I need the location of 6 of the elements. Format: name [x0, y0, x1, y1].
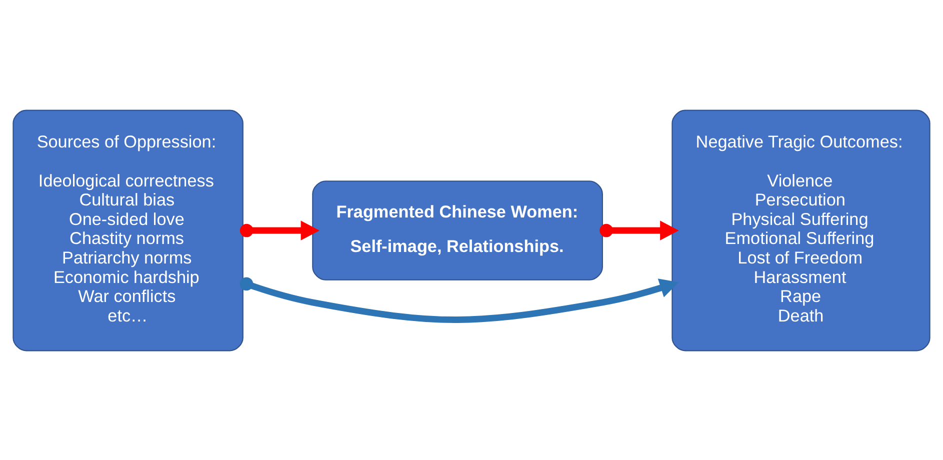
node-box: Fragmented Chinese Women: Self-image, Relationships. — [312, 180, 603, 280]
node-box: Negative Tragic Outcomes: Violence Persecution Physical Suffering Emotional Suffering Lost of Freedom Harassment Rape Death — [672, 109, 930, 351]
arrow — [240, 276, 679, 322]
arrow — [600, 220, 679, 240]
node-box: Sources of Oppression: Ideological correctness Cultural bias One-sided love Chastity norms Patriarchy norms Economic hardship War conflicts etc… — [12, 109, 244, 351]
arrow — [240, 220, 320, 240]
